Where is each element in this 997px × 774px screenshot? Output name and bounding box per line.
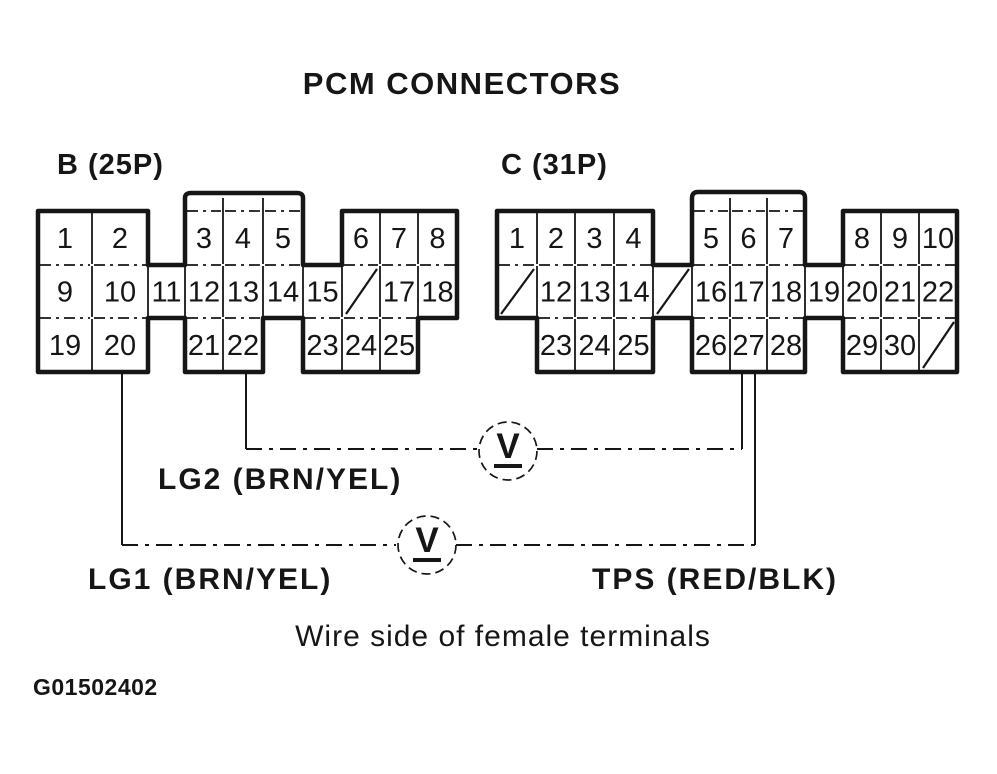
pin-b-13: 13 [227, 277, 259, 309]
pin-c-2: 2 [548, 223, 564, 255]
wire-label-lg1: LG1 (BRN/YEL) [88, 563, 333, 596]
pin-b-24: 24 [345, 330, 377, 362]
connector-b-label: B (25P) [57, 149, 164, 181]
wire-label-lg2: LG2 (BRN/YEL) [158, 463, 403, 496]
pin-c-19: 19 [808, 277, 840, 309]
pin-c-24: 24 [578, 330, 610, 362]
pin-b-8: 8 [429, 223, 445, 255]
pin-c-5: 5 [703, 223, 719, 255]
pin-c-6: 6 [740, 223, 756, 255]
voltmeter-symbol: V [415, 521, 439, 560]
pin-c-3: 3 [586, 223, 602, 255]
pin-b-4: 4 [235, 223, 251, 255]
page-title: PCM CONNECTORS [302, 66, 622, 101]
unused-position-slash [656, 268, 690, 315]
pin-b-6: 6 [353, 223, 369, 255]
pin-c-16: 16 [695, 277, 727, 309]
pin-c-8: 8 [854, 223, 870, 255]
pin-b-19: 19 [49, 330, 81, 362]
pin-c-10: 10 [922, 223, 954, 255]
pin-b-10: 10 [104, 277, 136, 309]
pin-b-15: 15 [306, 277, 338, 309]
pin-c-14: 14 [617, 277, 649, 309]
pin-c-18: 18 [770, 277, 802, 309]
voltmeter-symbol: V [496, 427, 520, 466]
pin-b-5: 5 [275, 223, 291, 255]
pin-c-27: 27 [732, 330, 764, 362]
pin-b-2: 2 [112, 223, 128, 255]
unused-position-slash [922, 321, 955, 369]
pin-b-23: 23 [306, 330, 338, 362]
pin-b-25: 25 [383, 330, 415, 362]
voltmeters: VV [397, 421, 538, 575]
pin-c-30: 30 [884, 330, 916, 362]
pin-b-20: 20 [104, 330, 136, 362]
voltmeter-underline [413, 558, 441, 562]
pin-c-12: 12 [540, 277, 572, 309]
pin-b-3: 3 [196, 223, 212, 255]
pin-b-18: 18 [421, 277, 453, 309]
pin-b-7: 7 [391, 223, 407, 255]
unused-position-slash [500, 268, 535, 315]
pin-c-21: 21 [884, 277, 916, 309]
pin-c-7: 7 [778, 223, 794, 255]
pin-b-22: 22 [227, 330, 259, 362]
pin-c-28: 28 [770, 330, 802, 362]
wires [121, 372, 756, 546]
pin-c-25: 25 [617, 330, 649, 362]
pin-b-11: 11 [151, 277, 181, 309]
pin-b-9: 9 [57, 277, 73, 309]
pin-c-1: 1 [509, 223, 525, 255]
pin-b-17: 17 [383, 277, 415, 309]
pin-c-9: 9 [892, 223, 908, 255]
pin-b-12: 12 [188, 277, 220, 309]
pin-c-13: 13 [578, 277, 610, 309]
wire-label-tps: TPS (RED/BLK) [592, 563, 838, 596]
connector-b-outline [35, 190, 460, 375]
unused-position-slash [345, 268, 378, 315]
connector-c-label: C (31P) [501, 149, 608, 181]
figure-id: G01502402 [33, 674, 158, 700]
pin-c-29: 29 [846, 330, 878, 362]
pin-c-20: 20 [846, 277, 878, 309]
pin-c-4: 4 [625, 223, 641, 255]
caption: Wire side of female terminals [295, 620, 711, 653]
voltmeter-underline [494, 464, 522, 468]
pin-b-21: 21 [188, 330, 220, 362]
pin-c-23: 23 [540, 330, 572, 362]
pin-b-1: 1 [57, 223, 73, 255]
pin-c-26: 26 [695, 330, 727, 362]
pin-b-14: 14 [267, 277, 299, 309]
voltmeter-circle [478, 421, 538, 481]
pin-c-22: 22 [922, 277, 954, 309]
connector-c-outline [494, 189, 960, 375]
voltmeter-circle [397, 515, 457, 575]
pin-c-17: 17 [732, 277, 764, 309]
